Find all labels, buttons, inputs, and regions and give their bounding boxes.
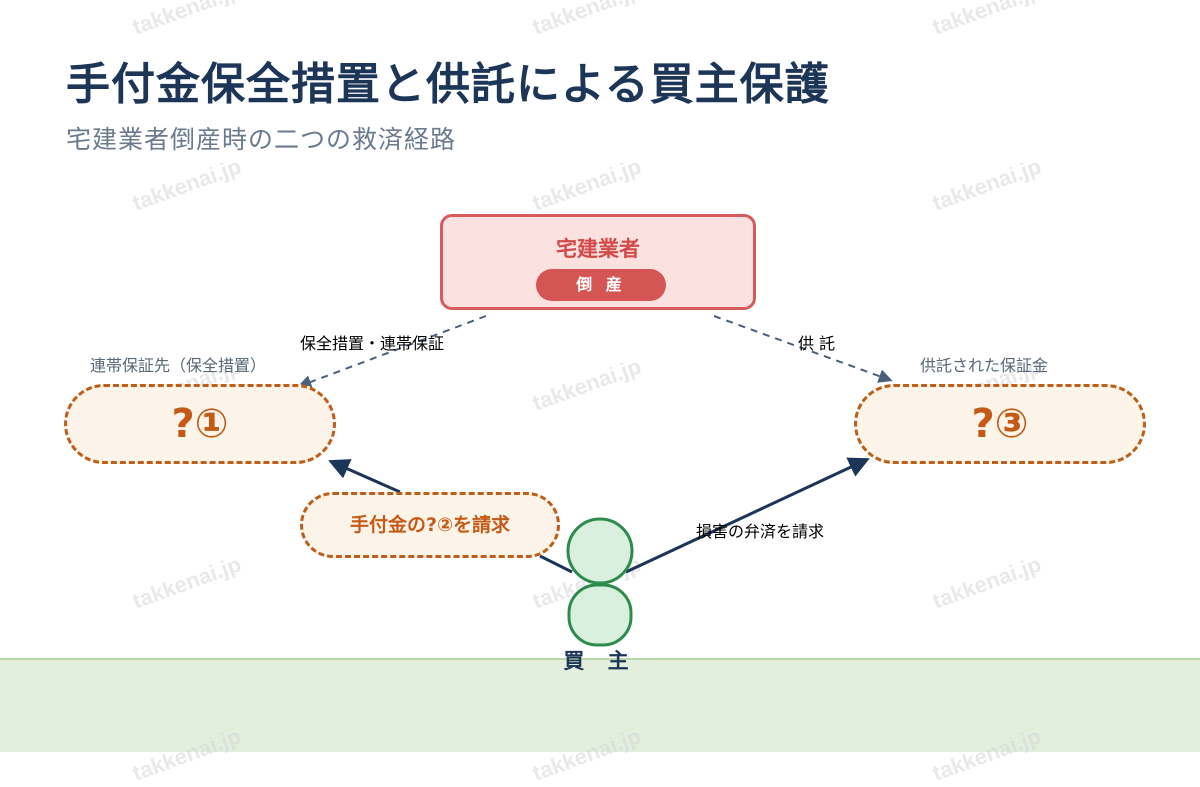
company-node: 宅建業者 倒 産	[440, 214, 756, 310]
arrow-company-to-deposit	[713, 315, 893, 383]
deposit-label: 供託された保証金	[920, 356, 1049, 375]
arrow-claim-to-guarantor	[328, 459, 401, 494]
page-title: 手付金保全措置と供託による買主保護	[66, 59, 830, 110]
bankrupt-badge: 倒 産	[536, 269, 666, 301]
buyer-body	[567, 583, 633, 647]
edge-label-guarantee: 保全措置・連帯保証	[300, 334, 444, 353]
buyer-icon	[566, 517, 634, 647]
connector-buyer-to-claim	[539, 554, 573, 574]
ground-band	[0, 658, 1200, 752]
company-name: 宅建業者	[556, 237, 640, 261]
deposit-node: ?③	[854, 384, 1146, 464]
buyer-label: 買 主	[563, 649, 637, 673]
page-subtitle: 宅建業者倒産時の二つの救済経路	[66, 125, 457, 154]
guarantor-node: ?①	[64, 384, 336, 464]
edge-label-deposit: 供 託	[798, 334, 835, 353]
buyer-head	[566, 517, 634, 585]
claim-node: 手付金の?②を請求	[300, 492, 560, 558]
edge-label-damage-claim: 損害の弁済を請求	[696, 522, 824, 541]
guarantor-label: 連帯保証先（保全措置）	[90, 356, 267, 375]
arrow-buyer-to-deposit	[625, 457, 870, 574]
diagram-canvas: 保全措置・連帯保証 供 託 損害の弁済を請求	[297, 315, 893, 647]
